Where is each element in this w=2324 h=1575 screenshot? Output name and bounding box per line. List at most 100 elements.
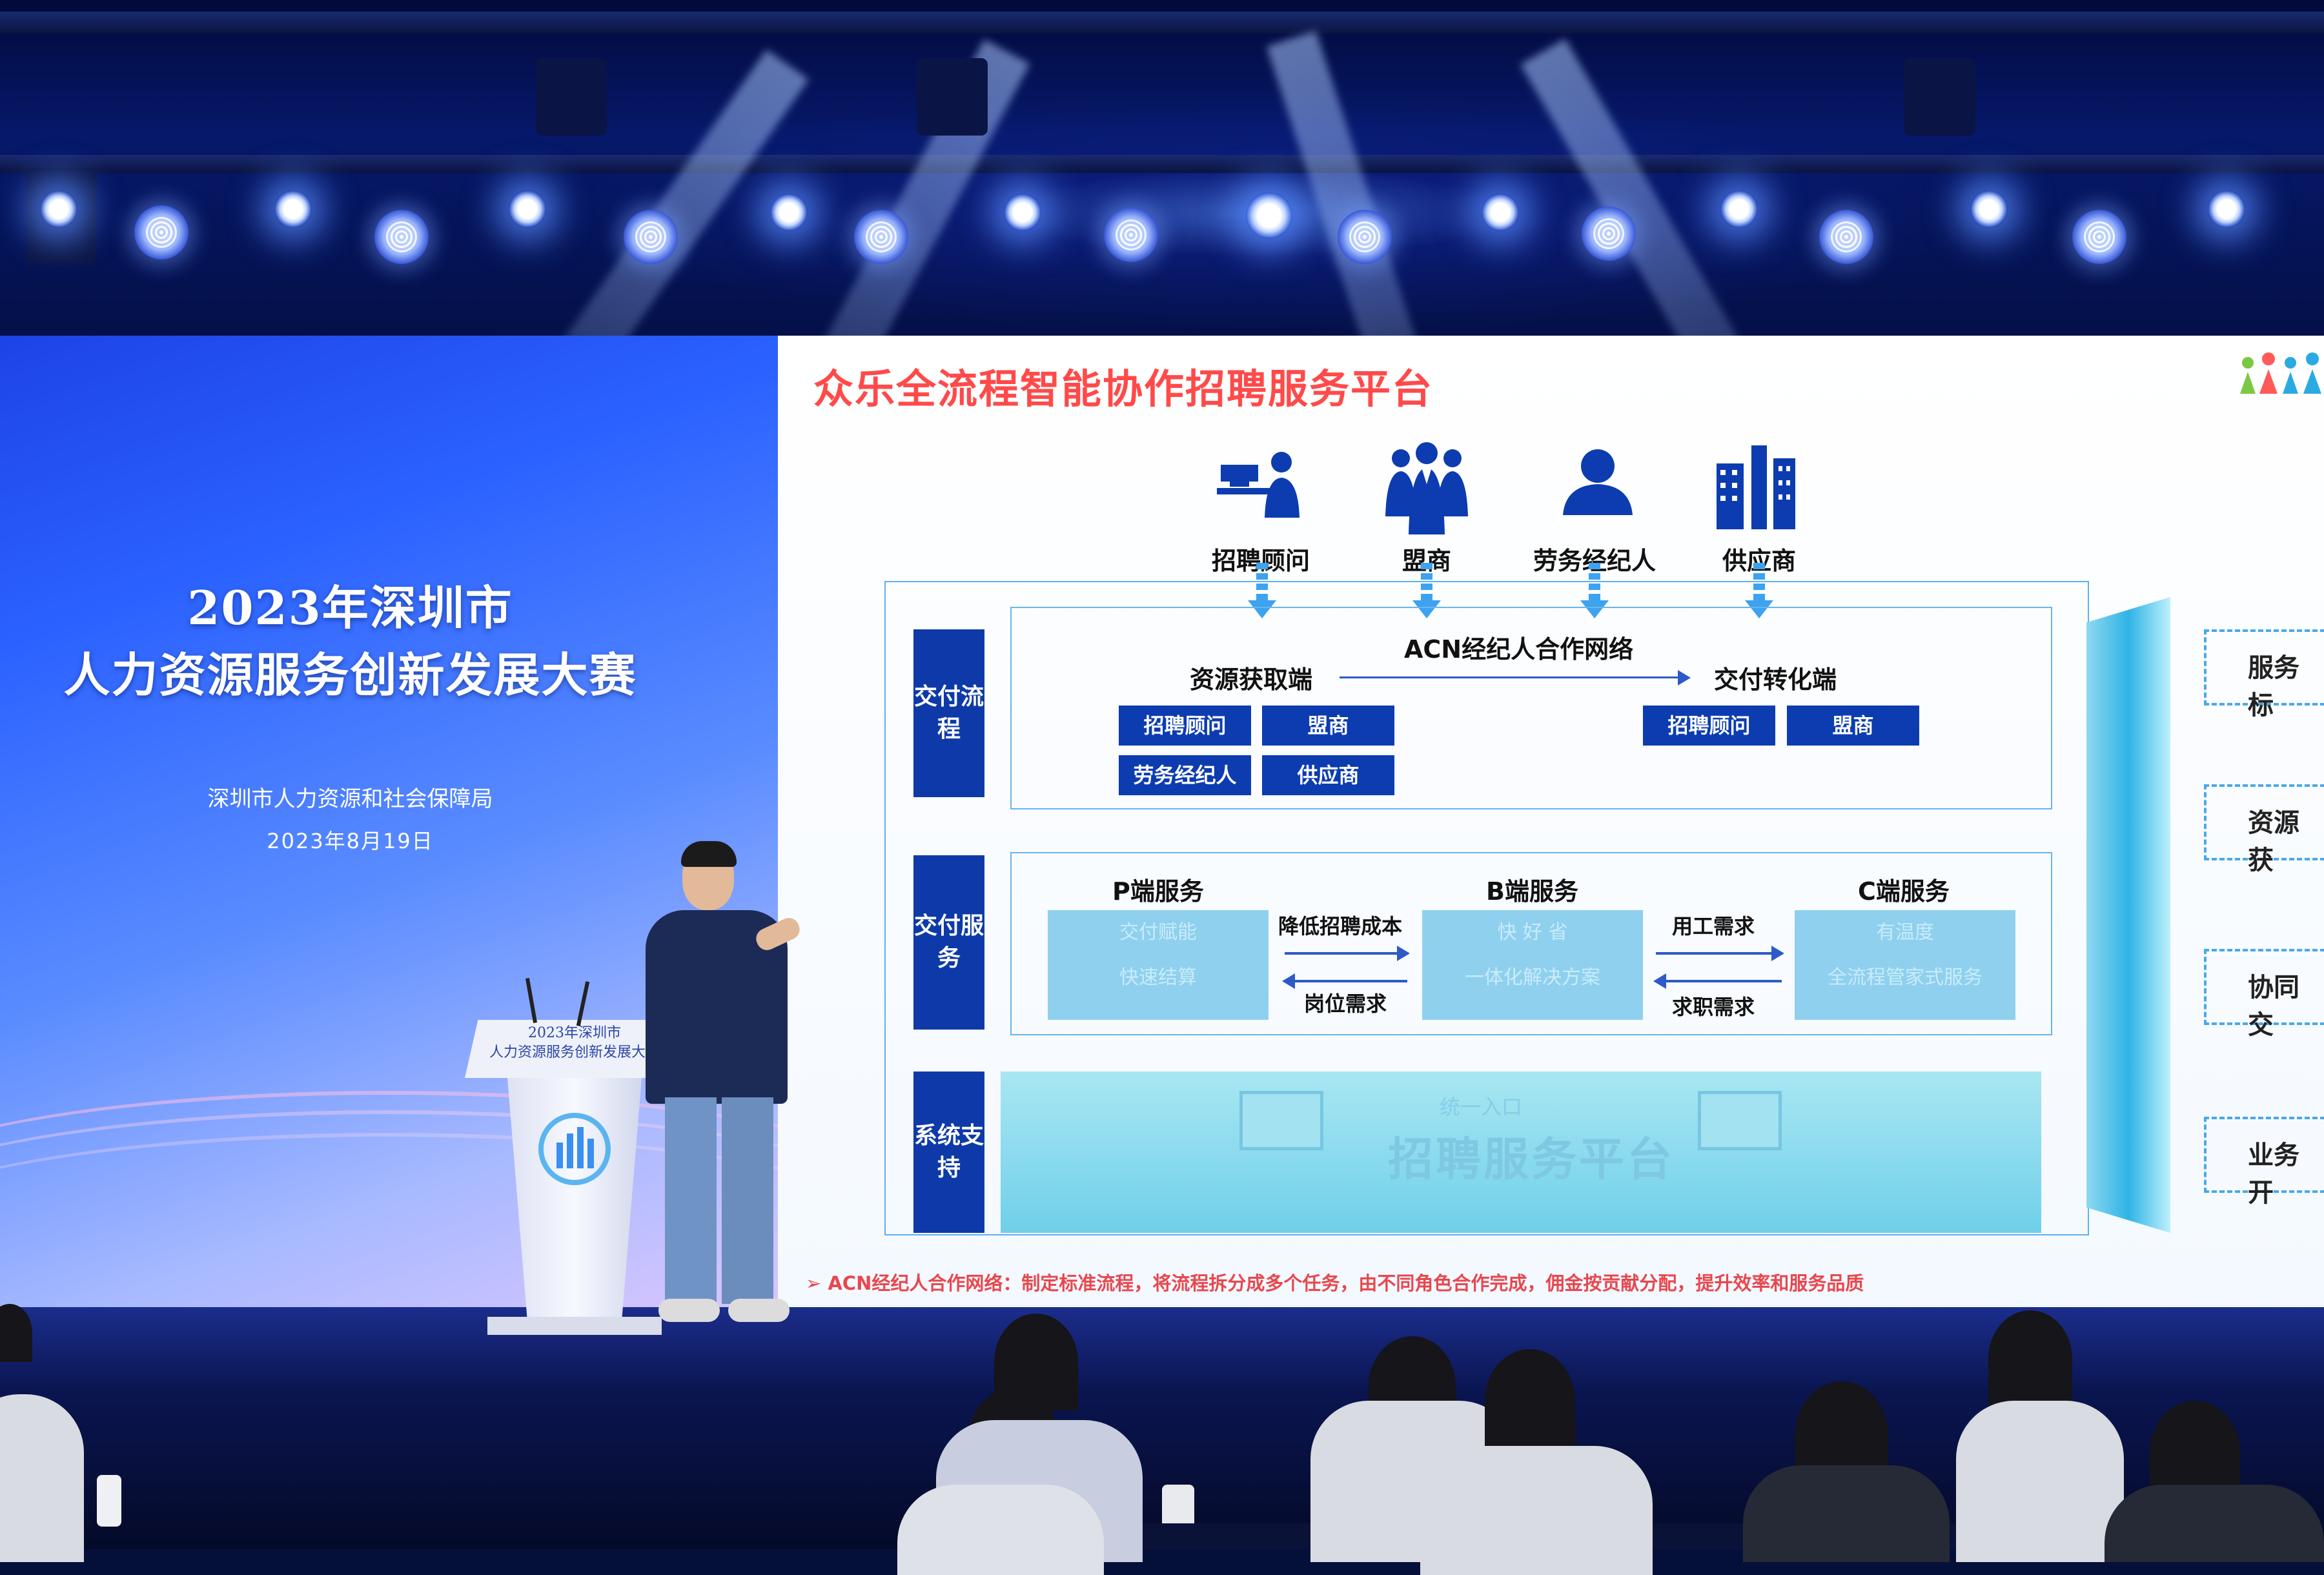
- led-light-head: [624, 210, 678, 264]
- monitor-icon: [1698, 1091, 1782, 1150]
- right-item-box: [2204, 1117, 2324, 1193]
- right-item-label: 业务开: [2248, 1141, 2299, 1208]
- section-label-delivery-service: 交付服务: [913, 855, 984, 1030]
- right-item-label: 协同交: [2248, 973, 2299, 1040]
- delivery-service-frame: [1010, 852, 2052, 1035]
- b-service-line: 一体化解决方案: [1465, 966, 1600, 989]
- led-light-head: [2072, 210, 2126, 264]
- speaker-leg: [665, 1097, 717, 1304]
- podium-text: 2023年深圳市 人力资源服务创新发展大赛: [474, 1024, 675, 1062]
- event-title-line2: 人力资源服务创新发展大赛: [63, 647, 637, 702]
- bc-top-label: 用工需求: [1672, 914, 1755, 939]
- p-service-line: 交付赋能: [1119, 921, 1197, 944]
- event-title-line1: 2023年深圳市: [187, 580, 513, 635]
- speaker-shoe: [658, 1299, 720, 1322]
- decor-wave: [0, 1133, 778, 1307]
- bc-bottom-label: 求职需求: [1672, 995, 1755, 1019]
- right-item-label: 资源获: [2248, 808, 2299, 875]
- left-led-screen: [0, 336, 778, 1307]
- light-fixture: [917, 58, 988, 136]
- audience-head: [0, 1304, 32, 1362]
- right-item-label: 服务标: [2248, 653, 2299, 720]
- slide-footnote: ➢ ACN经纪人合作网络：制定标准流程，将流程拆分成多个任务，由不同角色合作完成…: [806, 1272, 1864, 1294]
- c-service-line: 有温度: [1876, 921, 1934, 944]
- audience-head: [1485, 1349, 1575, 1452]
- left-arrow-icon: [1282, 973, 1407, 989]
- convert-end-label: 交付转化端: [1714, 666, 1837, 694]
- led-light-head: [1338, 210, 1392, 264]
- b-service-line: 快 好 省: [1497, 921, 1568, 944]
- spotlight: [770, 194, 808, 231]
- water-bottle-icon: [97, 1475, 121, 1527]
- audience-body: [897, 1485, 1104, 1575]
- pb-top-label: 降低招聘成本: [1278, 914, 1403, 939]
- slide-title: 众乐全流程智能协作招聘服务平台: [813, 365, 1434, 412]
- right-item-box: [2204, 949, 2324, 1025]
- p-service-title: P端服务: [1112, 877, 1204, 906]
- acquire-box: 招聘顾问: [1119, 706, 1251, 746]
- right-arrow-icon: [1656, 946, 1784, 961]
- spotlight: [1482, 194, 1519, 231]
- decor-pillar: [2086, 597, 2170, 1233]
- event-emblem-icon: [538, 1113, 611, 1185]
- section-label-system-support: 系统支持: [913, 1072, 984, 1233]
- convert-box: 招聘顾问: [1643, 706, 1775, 746]
- audience-head: [1988, 1310, 2072, 1407]
- led-light-head: [134, 205, 189, 259]
- right-item-box: [2204, 629, 2324, 706]
- left-arrow-icon: [1653, 973, 1782, 989]
- acquire-box: 劳务经纪人: [1119, 755, 1251, 795]
- spotlight: [274, 190, 312, 228]
- podium: [507, 1078, 642, 1323]
- led-light-head: [1819, 210, 1873, 264]
- acquire-box: 供应商: [1262, 755, 1394, 795]
- light-fixture: [536, 58, 607, 136]
- speaker-leg: [722, 1097, 773, 1304]
- decor-wave: [0, 1091, 778, 1288]
- teacup-icon: [1162, 1485, 1194, 1530]
- audience-body: [0, 1394, 84, 1562]
- unified-entry-label: 统一入口: [1440, 1095, 1523, 1119]
- flow-arrow-icon: [1340, 670, 1691, 686]
- audience-body: [2105, 1485, 2324, 1562]
- down-arrow-icon: [1745, 563, 1773, 618]
- spotlight: [1246, 192, 1292, 239]
- b-service-box: 快 好 省 一体化解决方案: [1422, 910, 1643, 1020]
- audience-body: [1743, 1465, 1950, 1562]
- spotlight: [1970, 190, 2008, 228]
- spotlight: [40, 190, 77, 228]
- light-fixture: [1904, 58, 1975, 136]
- pb-bottom-label: 岗位需求: [1304, 991, 1387, 1016]
- platform-label: 招聘服务平台: [1388, 1133, 1675, 1186]
- spotlight: [2208, 190, 2245, 228]
- convert-box: 盟商: [1787, 706, 1919, 746]
- acquire-box: 盟商: [1262, 706, 1394, 746]
- spotlight: [509, 190, 546, 228]
- lighting-truss: [0, 155, 2324, 173]
- led-light-head: [854, 210, 908, 264]
- event-organizer: 深圳市人力资源和社会保障局: [207, 786, 493, 812]
- led-light-head: [1104, 208, 1158, 262]
- system-support-box: [1001, 1072, 2041, 1233]
- b-service-title: B端服务: [1486, 877, 1578, 906]
- lighting-truss: [0, 12, 2324, 34]
- right-arrow-icon: [1285, 946, 1410, 961]
- audience-body: [1420, 1446, 1653, 1575]
- speaker-hair: [681, 841, 737, 867]
- spotlight: [1720, 190, 1758, 228]
- right-item-box: [2204, 784, 2324, 860]
- acquire-end-label: 资源获取端: [1190, 666, 1313, 694]
- podium-text-line1: 2023年深圳市: [528, 1025, 621, 1041]
- speaker-shoe: [728, 1299, 790, 1322]
- podium-text-line2: 人力资源服务创新发展大赛: [489, 1044, 660, 1061]
- led-light-head: [1582, 207, 1636, 261]
- event-title: 2023年深圳市 人力资源服务创新发展大赛: [0, 574, 700, 709]
- company-logo-icon: [2240, 352, 2321, 394]
- c-service-line: 全流程管家式服务: [1828, 966, 1983, 989]
- delivery-process-frame: [1010, 607, 2052, 809]
- p-service-box: 交付赋能 快速结算: [1048, 910, 1269, 1020]
- acn-network-title: ACN经纪人合作网络: [1404, 635, 1634, 664]
- person-icon: [1563, 449, 1633, 515]
- event-date: 2023年8月19日: [267, 829, 434, 853]
- down-arrow-icon: [1248, 563, 1276, 618]
